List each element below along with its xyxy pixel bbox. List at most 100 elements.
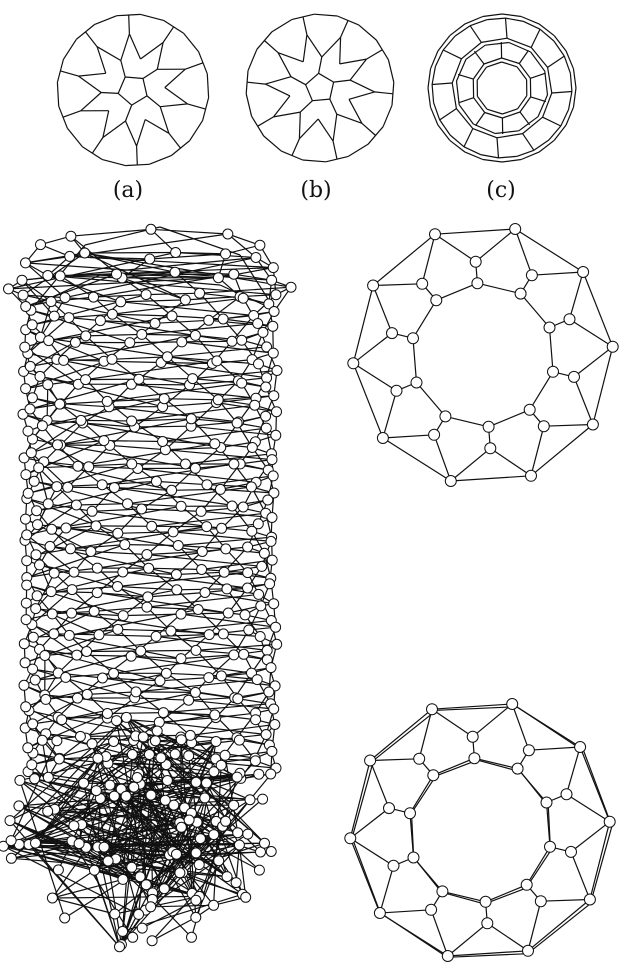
graph-node (21, 514, 31, 524)
graph-edge (110, 445, 166, 449)
graph-node (109, 483, 119, 493)
graph-node (229, 800, 239, 810)
graph-node (66, 231, 76, 241)
graph-edge (489, 410, 530, 427)
graph-node (52, 736, 62, 746)
graph-edge (476, 229, 516, 262)
graph-edge (529, 747, 580, 750)
graph-node (162, 776, 172, 786)
graph-node (102, 396, 112, 406)
polyhedron-edge (348, 144, 368, 156)
graph-node (267, 275, 277, 285)
graph-node (541, 797, 552, 808)
graph-node (67, 608, 77, 618)
graph-edge (527, 847, 550, 885)
graph-edge (373, 234, 435, 285)
polyhedron-edge (340, 59, 367, 64)
graph-node (89, 292, 99, 302)
graph-node (538, 421, 549, 432)
graph-node (243, 542, 253, 552)
graph-node (127, 416, 137, 426)
graph-node (268, 321, 278, 331)
graph-node (55, 399, 65, 409)
graph-edge (350, 838, 380, 913)
graph-edge (451, 476, 531, 481)
polyhedron-edge (319, 57, 322, 73)
graph-node (254, 359, 264, 369)
graph-node (604, 816, 615, 827)
graph-edge (182, 341, 232, 342)
graph-edge (544, 425, 593, 427)
graph-node (232, 418, 242, 428)
graph-node (105, 780, 115, 790)
graph-node (587, 419, 598, 430)
polyhedron-edge (121, 34, 130, 61)
graph-node (266, 769, 276, 779)
polyhedron-edge (561, 110, 569, 127)
panel-c (420, 10, 585, 165)
panel-tube-graph (0, 215, 300, 979)
polyhedron-edge (164, 20, 184, 33)
graph-node (35, 371, 45, 381)
polyhedron-edge (291, 77, 306, 85)
polyhedron-edge (246, 94, 251, 117)
graph-node (578, 267, 589, 278)
graph-node (33, 520, 43, 530)
graph-node (25, 404, 35, 414)
graph-node (209, 900, 219, 910)
polyhedron-edge (79, 73, 106, 76)
graph-node (43, 271, 53, 281)
polyhedron-edge (299, 119, 318, 139)
graph-node (254, 589, 264, 599)
graph-node (204, 315, 214, 325)
graph-node (150, 736, 160, 746)
graph-node (54, 754, 64, 764)
graph-node (26, 448, 36, 458)
graph-edge (99, 635, 156, 637)
polyhedron-edge (509, 43, 531, 53)
graph-node (469, 753, 480, 764)
graph-node (221, 816, 231, 826)
graph-node (121, 712, 131, 722)
polyhedron-edge (160, 104, 187, 107)
polyhedron-edge (121, 61, 125, 78)
graph-node (118, 611, 128, 621)
polyhedron-edge (322, 37, 341, 57)
graph-node (147, 521, 157, 531)
graph-node (427, 704, 438, 715)
graph-edge (451, 448, 491, 481)
graph-node (4, 284, 14, 294)
polyhedron-edge (147, 96, 160, 107)
graph-node (272, 366, 282, 376)
graph-edge (593, 347, 613, 425)
graph-node (251, 253, 261, 263)
graph-node (467, 731, 478, 742)
graph-edge (442, 892, 485, 904)
graph-node (5, 816, 15, 826)
graph-node (123, 499, 133, 509)
graph-node (112, 269, 122, 279)
polyhedron-edge (440, 120, 450, 135)
graph-node (22, 580, 32, 590)
graph-node (197, 547, 207, 557)
graph-node (191, 645, 201, 655)
caption-c: (c) (471, 178, 531, 203)
graph-node (35, 560, 45, 570)
polyhedron-edge (137, 146, 138, 165)
graph-node (53, 440, 63, 450)
graph-edge (477, 283, 520, 293)
polyhedron-edge (464, 129, 473, 147)
polyhedron-edge (303, 160, 326, 162)
graph-edge (590, 822, 610, 900)
polyhedron-edge (258, 117, 274, 126)
graph-node (515, 288, 526, 299)
polyhedron-edge (333, 141, 337, 159)
polyhedron-edge (350, 80, 375, 92)
graph-node (411, 377, 422, 388)
graph-edge (136, 692, 195, 693)
graph-node (269, 307, 279, 317)
graph-node (60, 913, 70, 923)
graph-node (431, 295, 442, 306)
graph-node (472, 278, 483, 289)
graph-node (125, 338, 135, 348)
